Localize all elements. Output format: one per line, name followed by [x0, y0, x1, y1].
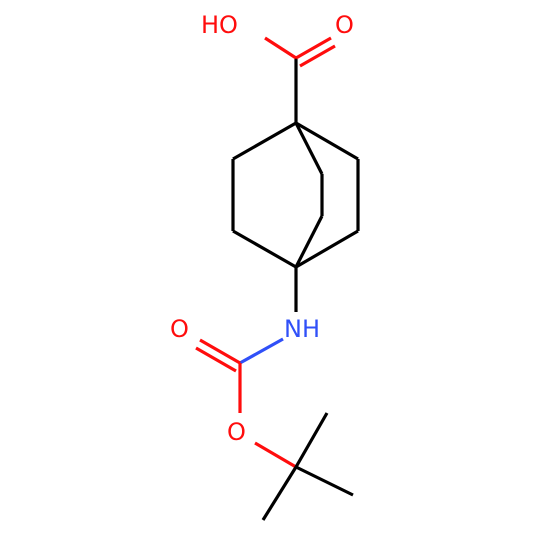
bond-cage-bottom-left — [232, 229, 297, 269]
bond-cage-top-right — [295, 121, 359, 161]
bond-cage-bridge-bottom — [294, 215, 324, 268]
bond-cage-bottom-right — [295, 229, 359, 269]
bond-carboxyl-double-outer — [295, 36, 332, 60]
ester-oxygen-label: O — [227, 418, 246, 446]
bond-carbamate-double-outer — [199, 338, 241, 365]
hydroxyl-label: HO — [201, 11, 238, 39]
acid-carbonyl-oxygen-label: O — [335, 11, 354, 39]
amine-label: NH — [284, 315, 320, 343]
bond-ester-oxygen-to-quaternary-carbon — [254, 441, 297, 469]
bond-cage-top-left — [232, 121, 297, 161]
bond-carboxyl-double-inner — [299, 44, 336, 68]
bond-tbutyl-methyl-up — [294, 412, 329, 468]
bond-cage-bridge-top — [294, 122, 324, 175]
bond-tbutyl-methyl-right — [295, 465, 354, 497]
bond-carboxyl-carbon-to-hydroxyl — [264, 36, 297, 60]
carbamate-carbonyl-oxygen-label: O — [170, 315, 189, 343]
bond-tbutyl-methyl-down — [261, 466, 298, 521]
bond-carbamate-double-inner — [195, 346, 237, 373]
bond-nitrogen-to-carbamate-carbon — [239, 337, 284, 365]
